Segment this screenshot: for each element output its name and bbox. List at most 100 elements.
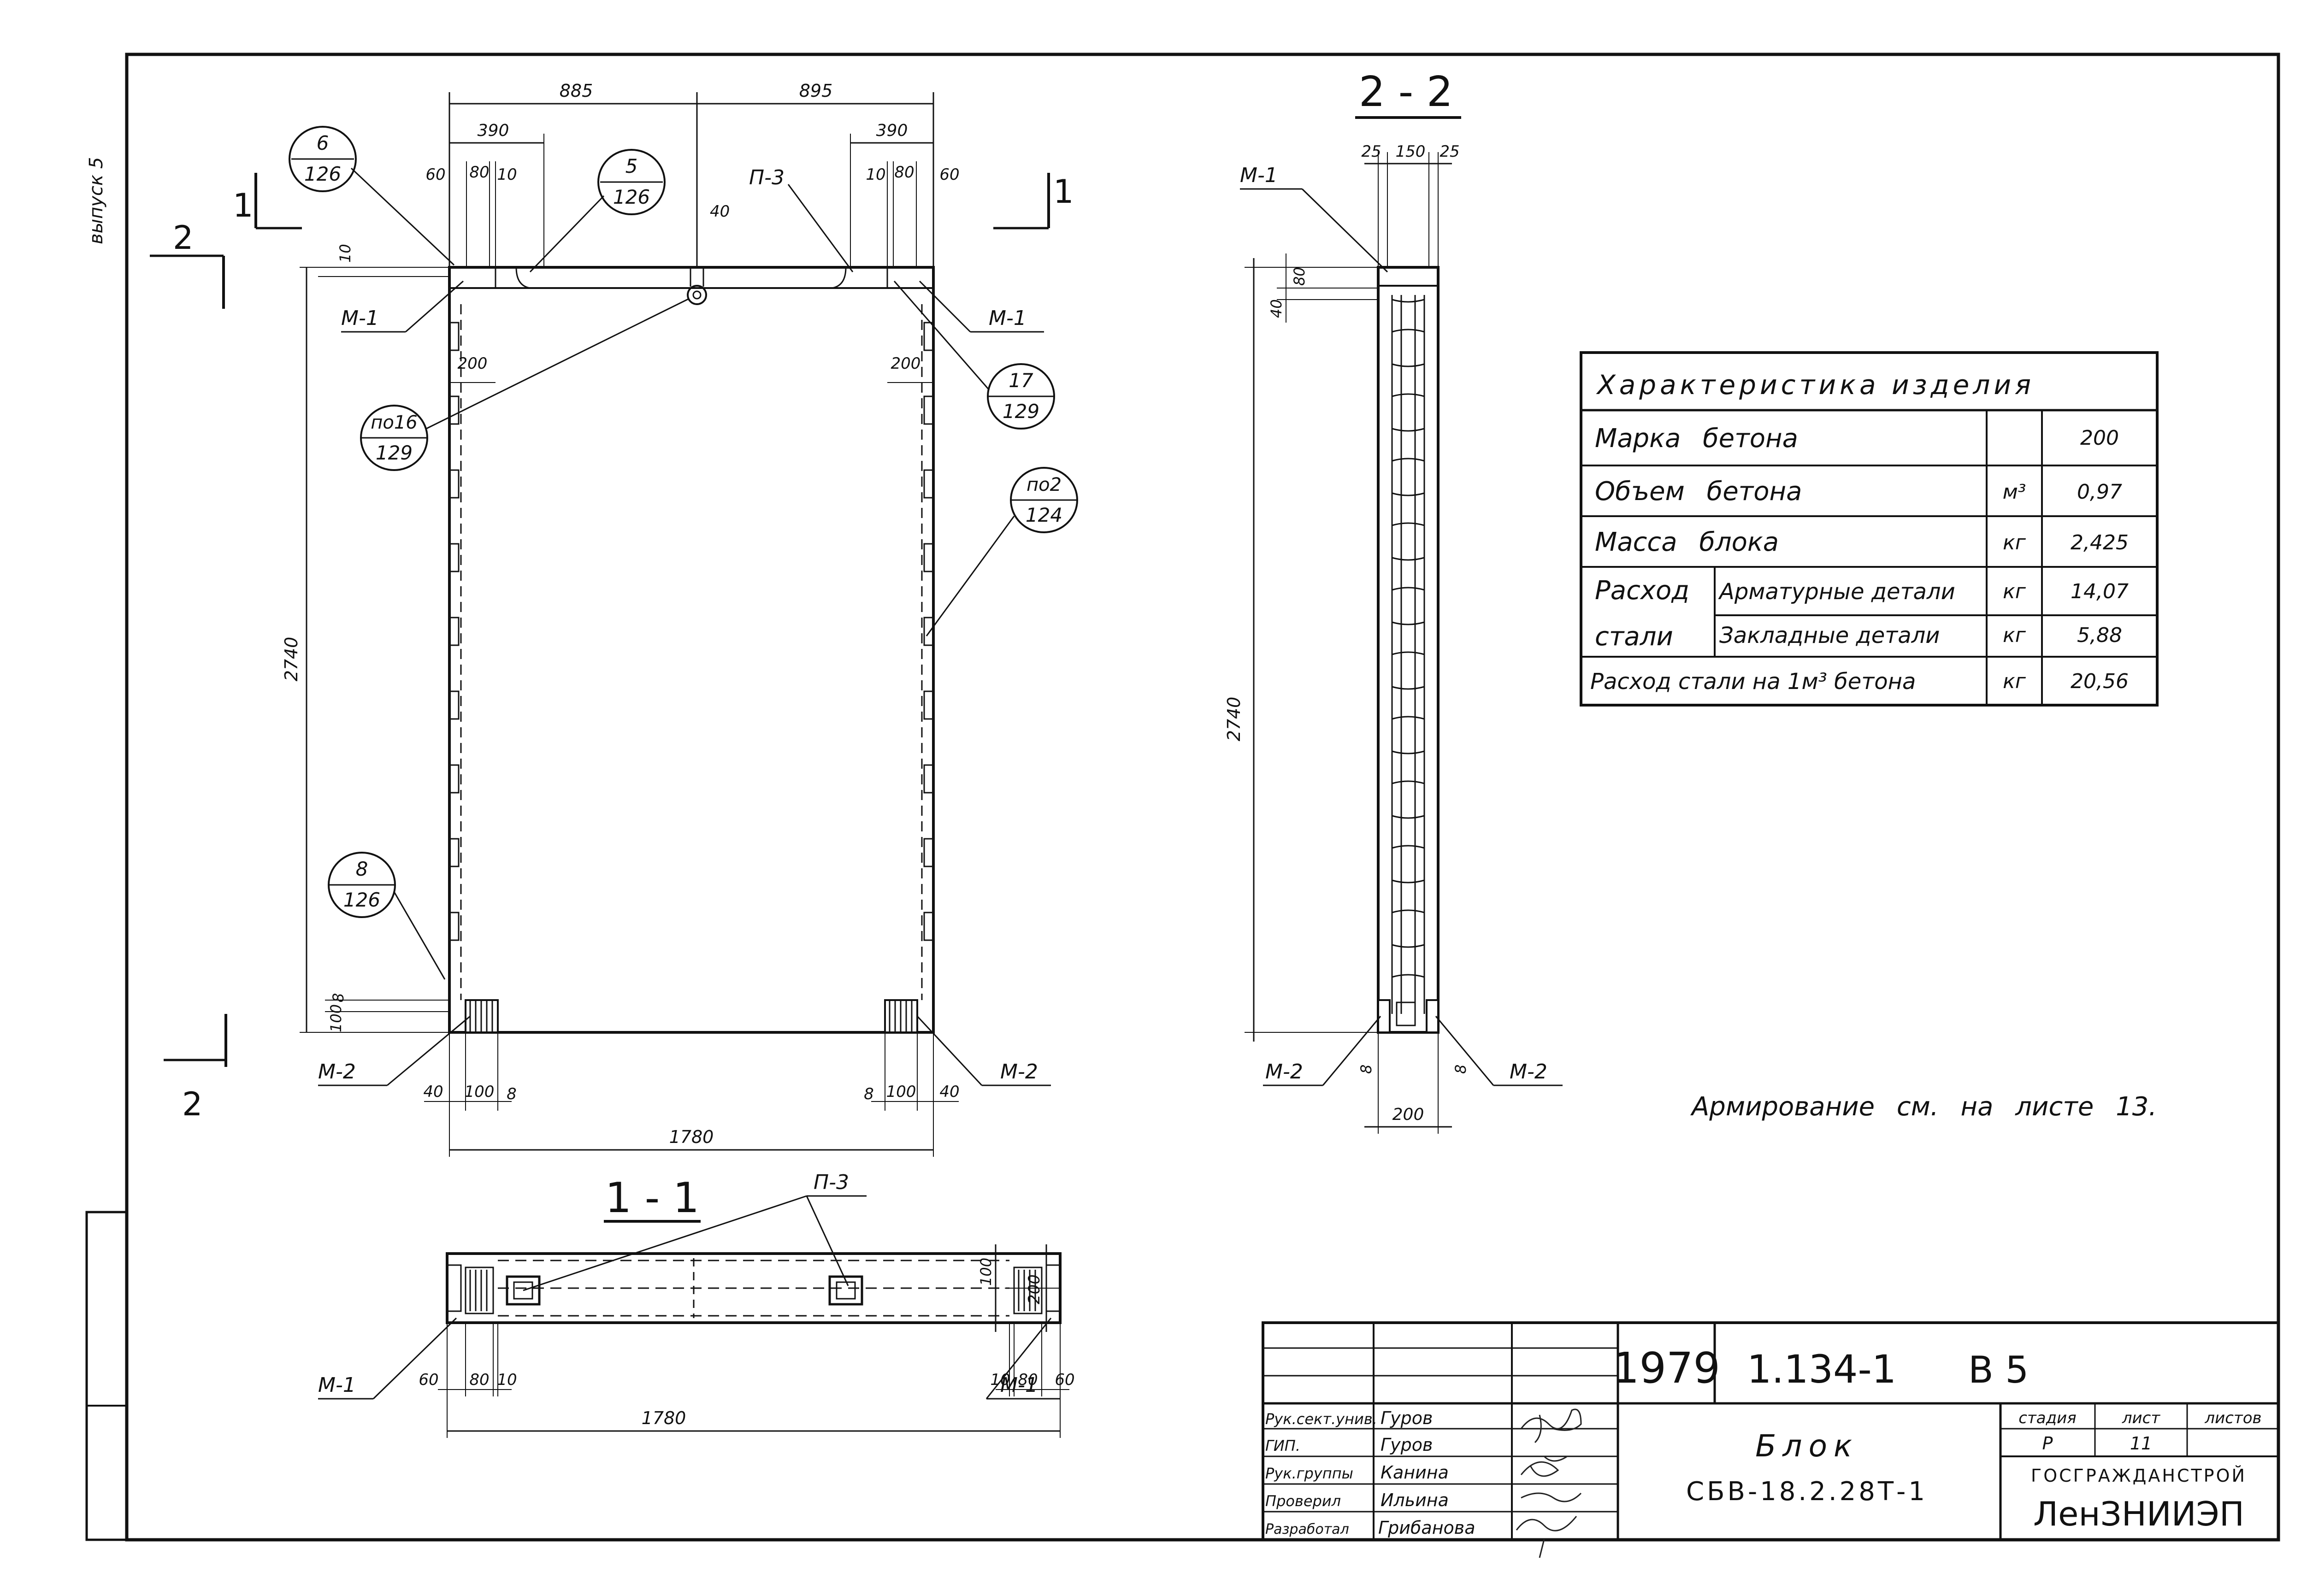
label-p3: П-3 [749, 166, 785, 189]
tb-stage-label: стадия [2018, 1409, 2076, 1427]
dim-40-bottom-left: 40 [423, 1083, 443, 1101]
dim-80-s11-right: 80 [1018, 1371, 1038, 1389]
dim-80-s11-left: 80 [469, 1371, 489, 1389]
dim-100-s11: 100 [977, 1258, 995, 1286]
dim-8-bottom-right: 8 [864, 1085, 874, 1103]
row-block-mass-unit: кг [2003, 531, 2026, 554]
row-concrete-grade-label: Марка бетона [1595, 424, 1798, 453]
tb-role-5: Разработал [1265, 1521, 1349, 1537]
section-1-1-title: 1 - 1 [605, 1174, 699, 1222]
section-2-2: 2 - 2 25 150 25 2740 80 40 20 [1224, 68, 1563, 1134]
section-1-left: 1 [233, 187, 254, 224]
row-rebar-value: 14,07 [2071, 580, 2129, 603]
tb-org1: ГОСГРАЖДАНСТРОЙ [2031, 1466, 2247, 1486]
dim-height-2740: 2740 [281, 637, 301, 682]
dim-25-right: 25 [1440, 142, 1459, 161]
dim-100-left: 100 [327, 1004, 345, 1032]
tb-role-2: ГИП. [1265, 1437, 1300, 1455]
margin-label: выпуск 5 [86, 157, 107, 244]
row-embedded-value: 5,88 [2077, 624, 2122, 647]
callout-8-126: 8 126 [328, 852, 446, 980]
svg-text:129: 129 [376, 442, 413, 464]
tb-year: 1979 [1612, 1343, 1720, 1393]
dim-150: 150 [1396, 142, 1426, 161]
section-2-top: 2 [173, 219, 194, 257]
tb-issue: В 5 [1968, 1349, 2029, 1391]
tb-product-name: Блок [1755, 1428, 1858, 1464]
tb-org2: ЛенЗНИИЭП [2033, 1495, 2244, 1533]
dim-10-top-left: 10 [336, 244, 354, 263]
dim-885: 885 [560, 81, 593, 101]
dim-80-right: 80 [894, 163, 914, 182]
svg-text:5: 5 [625, 155, 638, 177]
tb-role-4: Проверил [1265, 1492, 1341, 1510]
tb-role-1: Рук.сект.унив. [1265, 1410, 1377, 1428]
tb-sheets-label: листов [2204, 1409, 2261, 1427]
dim-10-right: 10 [866, 165, 885, 184]
tb-name-1: Гуров [1381, 1408, 1433, 1428]
s11-label-m1-right: М-1 [1000, 1373, 1038, 1397]
s22-label-m2-right: М-2 [1510, 1060, 1547, 1084]
row-concrete-grade-value: 200 [2080, 426, 2119, 450]
tb-name-3: Канина [1381, 1462, 1449, 1483]
section-1-1: 1 - 1 П-3 100 200 [318, 1171, 1075, 1438]
tb-name-4: Ильина [1381, 1490, 1449, 1510]
s11-label-p3: П-3 [814, 1171, 849, 1194]
characteristics-table: Характеристика изделия Марка бетона 200 … [1580, 351, 2159, 707]
tb-name-2: Гуров [1381, 1435, 1433, 1455]
tb-name-5: Грибанова [1378, 1518, 1475, 1538]
tb-code: 1.134-1 [1747, 1347, 1896, 1392]
dim-100-bottom-left: 100 [465, 1083, 495, 1101]
tb-role-3: Рук.группы [1265, 1465, 1353, 1482]
tb-sheet: 11 [2130, 1433, 2152, 1454]
row-embedded-label: Закладные детали [1719, 623, 1940, 648]
dim-10-left: 10 [497, 165, 517, 184]
row-steel-per-m3-unit: кг [2003, 670, 2026, 693]
svg-text:126: 126 [343, 889, 380, 911]
dim-8-left: 8 [330, 993, 347, 1002]
section-2-2-title: 2 - 2 [1359, 68, 1453, 116]
dim-width-1780-s11: 1780 [642, 1408, 686, 1428]
label-m1-right: М-1 [989, 306, 1027, 330]
row-embedded-unit: кг [2003, 624, 2026, 647]
signature-scribbles [1516, 1408, 1582, 1558]
sheet-frame [85, 53, 2280, 1542]
svg-text:126: 126 [304, 163, 341, 185]
section-1-right: 1 [1053, 173, 1074, 211]
s22-label-m1: М-1 [1240, 164, 1278, 187]
group-label-line2: стали [1595, 622, 1673, 652]
dim-60-right: 60 [939, 165, 959, 184]
callout-po2-124: по2 124 [926, 467, 1078, 636]
row-block-mass-value: 2,425 [2071, 531, 2129, 554]
row-concrete-volume-unit: м³ [2003, 480, 2026, 504]
svg-text:6: 6 [317, 132, 329, 154]
row-concrete-volume-value: 0,97 [2077, 480, 2122, 504]
svg-text:124: 124 [1026, 504, 1062, 526]
row-steel-per-m3-value: 20,56 [2071, 670, 2129, 693]
callout-po16-129: по16 129 [360, 298, 690, 471]
dim-40-s22: 40 [1268, 299, 1285, 318]
dim-60-left: 60 [425, 165, 445, 184]
tb-product-code: СБВ-18.2.28Т-1 [1686, 1477, 1928, 1507]
label-m2-right: М-2 [1000, 1060, 1038, 1084]
dim-8-s22-left: 8 [1357, 1065, 1375, 1074]
dim-200-right: 200 [891, 354, 921, 373]
dim-40-bottom-right: 40 [939, 1083, 959, 1101]
svg-text:129: 129 [1003, 400, 1039, 423]
callout-5-126: 5 126 [529, 149, 666, 273]
callout-6-126: 6 126 [289, 126, 455, 266]
dim-8-bottom-left: 8 [507, 1085, 517, 1103]
dim-width-1780: 1780 [669, 1127, 714, 1147]
dim-200-s11: 200 [1025, 1274, 1044, 1304]
table-title: Характеристика изделия [1596, 369, 2035, 400]
dim-60-s11-right: 60 [1055, 1371, 1074, 1389]
label-m2-left: М-2 [318, 1060, 356, 1084]
lifting-loop-icon [687, 285, 707, 305]
row-steel-per-m3-label: Расход стали на 1м³ бетона [1590, 669, 1916, 695]
dim-height-2740-s22: 2740 [1224, 697, 1244, 742]
dim-200-s22: 200 [1392, 1105, 1424, 1124]
dim-25-left: 25 [1361, 142, 1381, 161]
group-label-line1: Расход [1595, 576, 1689, 606]
svg-text:по2: по2 [1027, 474, 1062, 495]
